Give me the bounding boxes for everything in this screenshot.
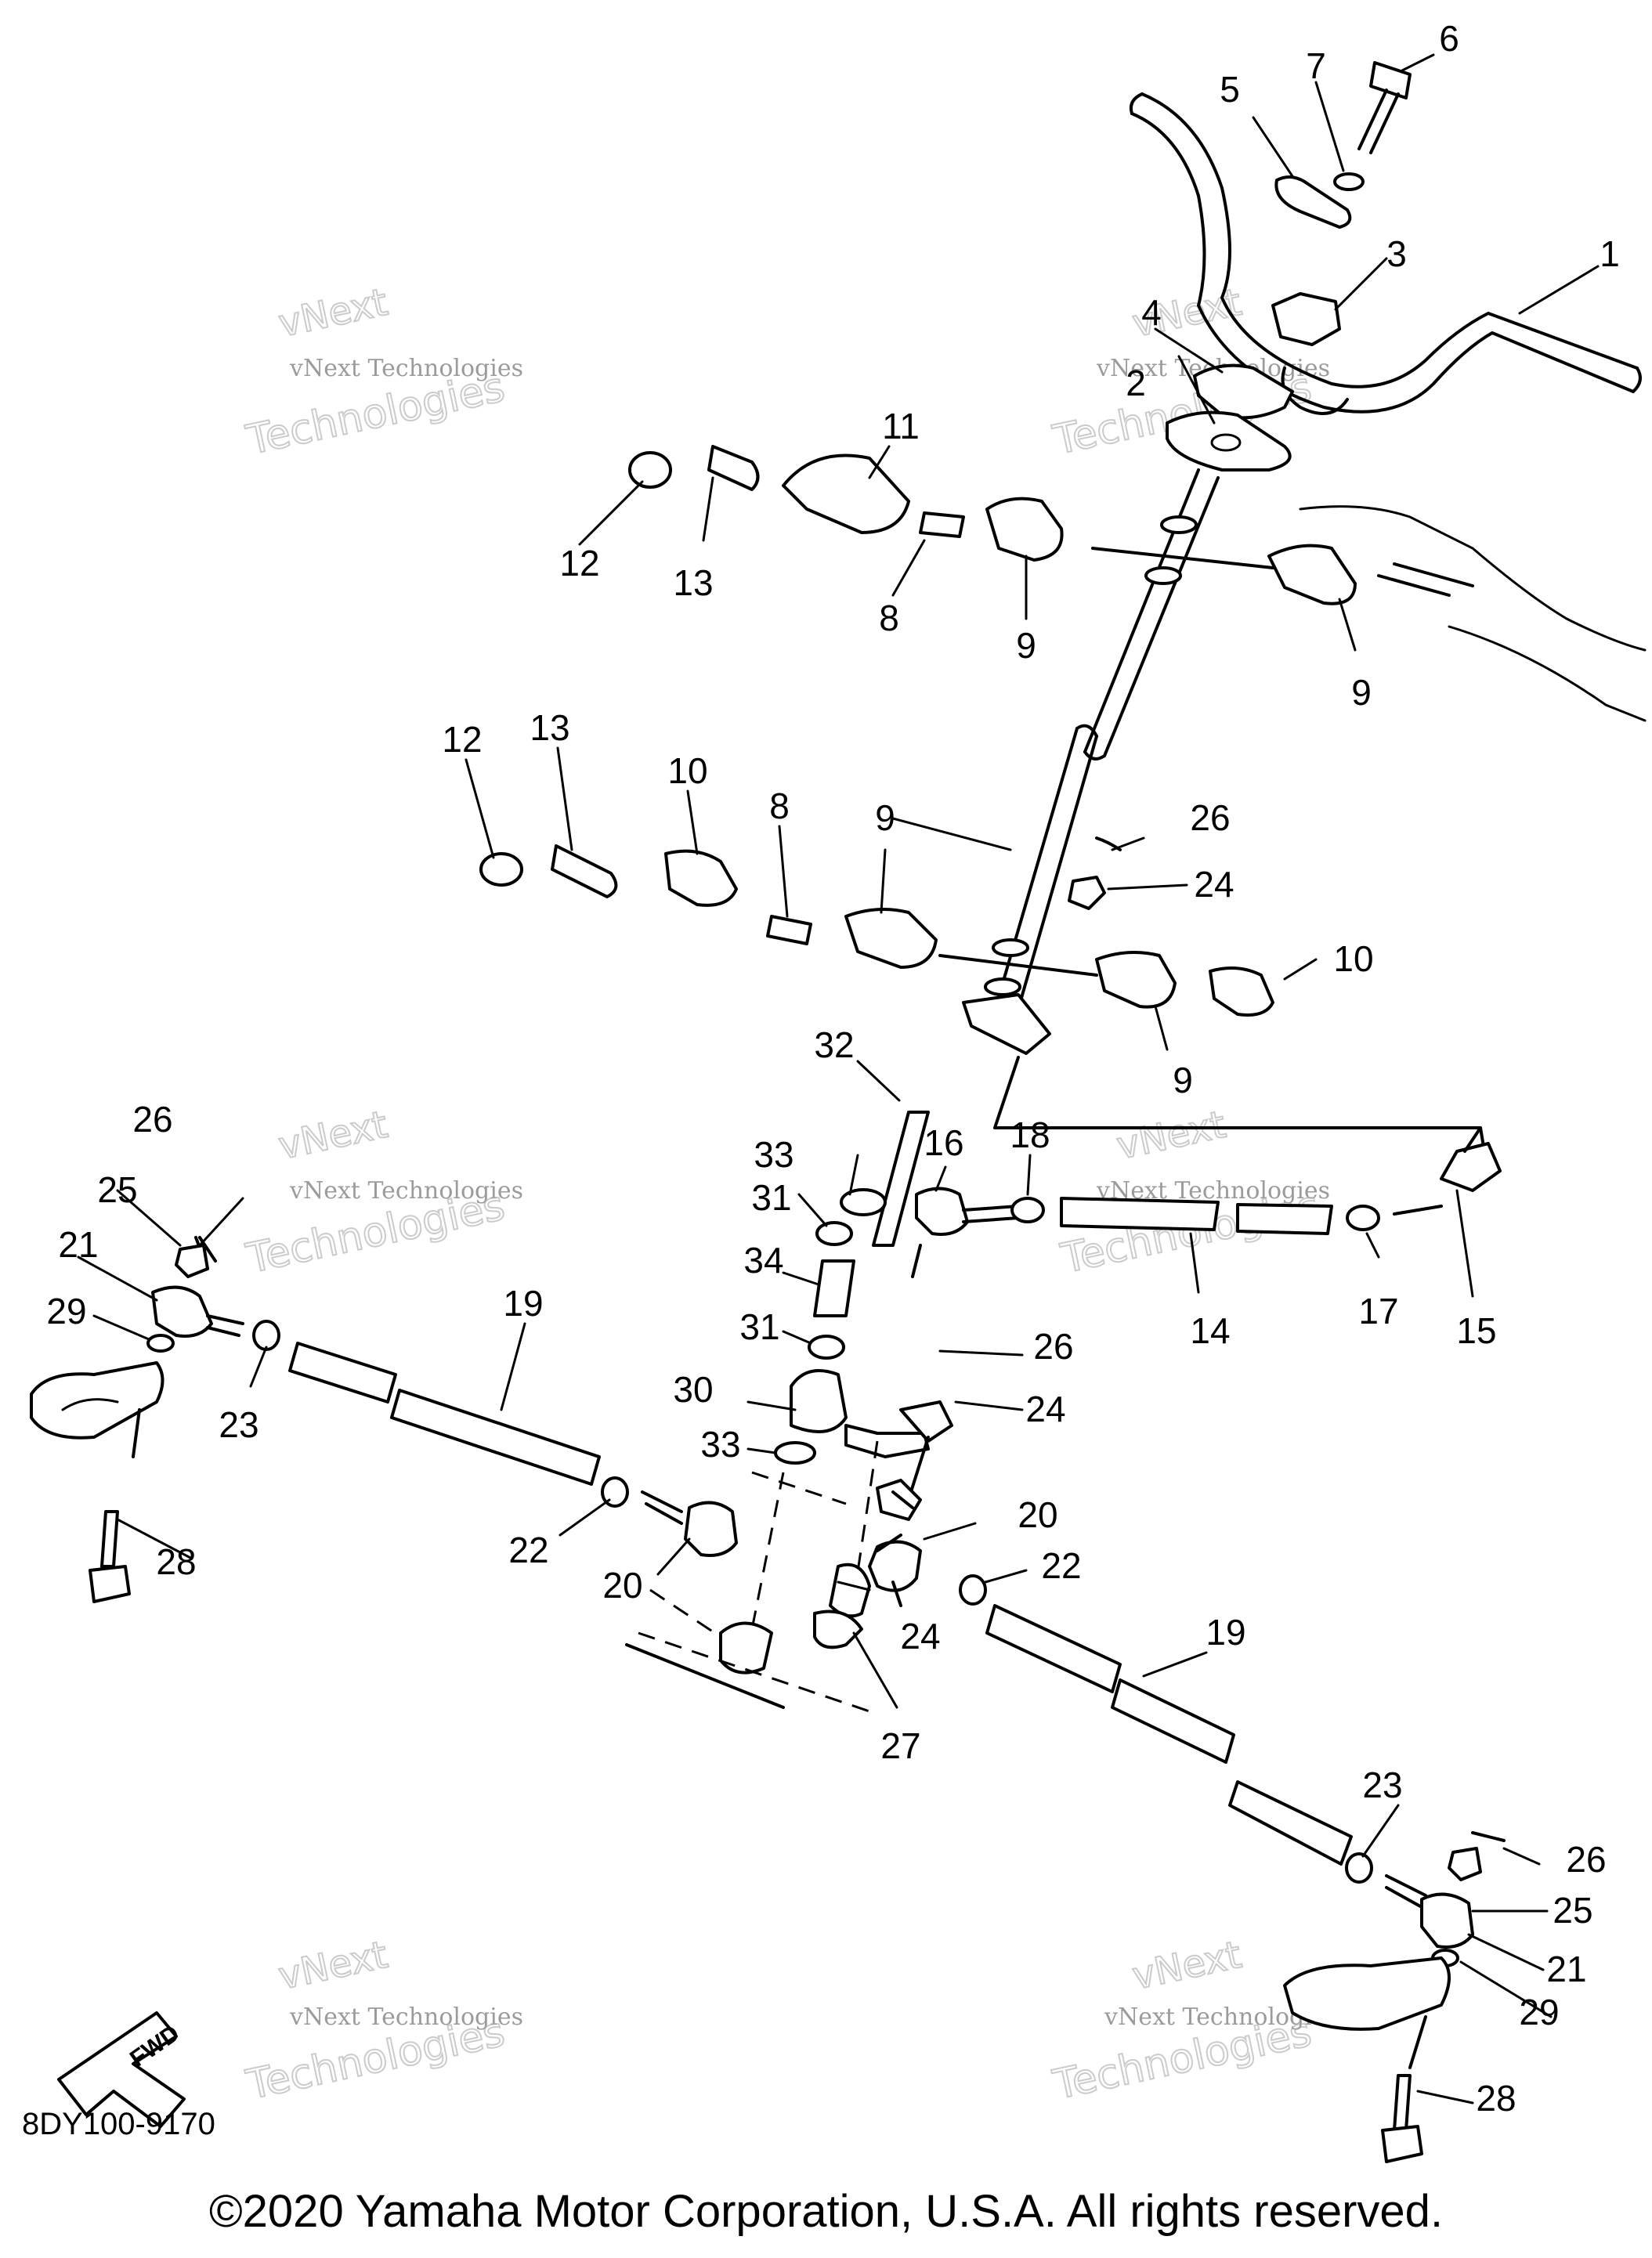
leader-lines	[77, 53, 1600, 2104]
callout-1: 1	[1600, 233, 1620, 274]
callout-18: 18	[1010, 1115, 1050, 1155]
nut-24-upper	[1068, 836, 1122, 910]
callout-8-middle: 8	[769, 786, 790, 826]
callout-5: 5	[1220, 69, 1240, 110]
callout-33-lower: 33	[700, 1424, 740, 1465]
callout-2: 2	[1126, 363, 1146, 403]
callout-24-middle: 24	[1025, 1389, 1065, 1429]
callout-28-left: 28	[156, 1541, 196, 1582]
callout-numbers: 1 2 3 4 5 6 7 8 8 9 9 9 9 10 10 11 12 12…	[46, 18, 1619, 2119]
callout-16: 16	[924, 1122, 963, 1163]
watermark-bottom-right: vNext vNext Technologies Technologies	[1048, 1932, 1338, 2110]
callout-23-right: 23	[1362, 1765, 1402, 1805]
callout-26-upper: 26	[1190, 797, 1230, 838]
diagram-code: 8DY100-9170	[22, 2107, 215, 2141]
bracket-upper-left	[628, 445, 1064, 562]
callout-27: 27	[880, 1725, 920, 1766]
callout-26-middle: 26	[1033, 1326, 1073, 1367]
watermark-mid-left: vNext vNext Technologies Technologies	[241, 1102, 523, 1284]
callout-15: 15	[1456, 1310, 1496, 1351]
svg-text:vNext: vNext	[275, 1933, 392, 1999]
left-tie-rod	[146, 1285, 738, 1557]
callout-20-right: 20	[1018, 1494, 1057, 1535]
handlebar-clamp	[1271, 292, 1349, 415]
callout-9-middle-left: 9	[875, 797, 895, 838]
callout-28-right: 28	[1476, 2078, 1516, 2119]
watermark-top-left: vNext vNext Technologies Technologies	[241, 280, 523, 465]
callout-6: 6	[1439, 18, 1459, 59]
pitman-arm	[625, 1111, 953, 1713]
svg-text:vNext: vNext	[275, 1103, 392, 1169]
bracket-upper-right	[1267, 505, 1647, 722]
callout-17: 17	[1358, 1291, 1398, 1331]
callout-9-upper-right: 9	[1351, 672, 1372, 713]
callout-13-upper: 13	[673, 562, 713, 603]
watermark-bottom-left: vNext vNext Technologies Technologies	[241, 1932, 523, 2110]
right-tie-rod	[868, 1534, 1506, 1967]
callout-8-upper: 8	[879, 598, 899, 638]
left-knuckle	[30, 1236, 217, 1603]
svg-text:vNext Technologies: vNext Technologies	[289, 1177, 523, 1205]
callout-9-middle-right: 9	[1173, 1060, 1193, 1100]
svg-text:vNext Technologies: vNext Technologies	[289, 355, 523, 382]
callout-11: 11	[882, 406, 920, 446]
center-link-assembly	[911, 1056, 1502, 1278]
callout-4: 4	[1141, 292, 1162, 333]
callout-26-right: 26	[1566, 1839, 1606, 1880]
callout-12-middle: 12	[442, 719, 482, 760]
callout-12-upper: 12	[559, 543, 599, 583]
callout-31-upper: 31	[751, 1177, 791, 1218]
callout-9-upper-left: 9	[1016, 625, 1036, 666]
callout-22-right: 22	[1041, 1545, 1081, 1586]
callout-24-lower: 24	[900, 1616, 940, 1656]
callout-10-middle-right: 10	[1333, 938, 1373, 979]
svg-text:vNext: vNext	[1113, 1103, 1230, 1169]
leader-9-link	[1091, 547, 1274, 569]
callout-3: 3	[1386, 233, 1407, 274]
callout-19-left: 19	[503, 1283, 543, 1324]
callout-21-left: 21	[58, 1224, 98, 1265]
washer-7	[1333, 172, 1365, 191]
callout-10-middle-left: 10	[667, 750, 707, 791]
svg-text:vNext: vNext	[1129, 1933, 1245, 1999]
callout-21-right: 21	[1546, 1949, 1586, 1989]
callout-33-upper: 33	[754, 1134, 793, 1175]
callout-26-left: 26	[132, 1099, 172, 1140]
callout-29-right: 29	[1519, 1992, 1559, 2032]
callout-23-left: 23	[219, 1404, 258, 1445]
steering-column-plate	[1166, 410, 1292, 471]
callout-24-upper: 24	[1194, 864, 1234, 905]
callout-32: 32	[814, 1024, 854, 1065]
copyright-notice: ©2020 Yamaha Motor Corporation, U.S.A. A…	[208, 2186, 1444, 2237]
callout-20-left: 20	[602, 1565, 642, 1606]
callout-34: 34	[743, 1240, 783, 1281]
callout-29-left: 29	[46, 1291, 86, 1331]
lock-plate-5	[1274, 175, 1352, 229]
bracket-middle	[479, 844, 1274, 1017]
callout-7: 7	[1306, 45, 1326, 86]
callout-30: 30	[673, 1369, 713, 1410]
bolt-6	[1357, 61, 1412, 154]
svg-text:vNext Technologies: vNext Technologies	[289, 2003, 523, 2031]
svg-text:vNext: vNext	[275, 280, 392, 346]
right-knuckle	[1283, 1956, 1451, 2163]
callout-31-lower: 31	[739, 1306, 779, 1347]
callout-22-left: 22	[508, 1530, 548, 1570]
callout-19-right: 19	[1206, 1612, 1245, 1653]
callout-25-right: 25	[1553, 1890, 1592, 1931]
callout-25-left: 25	[97, 1169, 137, 1210]
callout-13-middle: 13	[530, 707, 569, 748]
callout-14: 14	[1190, 1310, 1230, 1351]
